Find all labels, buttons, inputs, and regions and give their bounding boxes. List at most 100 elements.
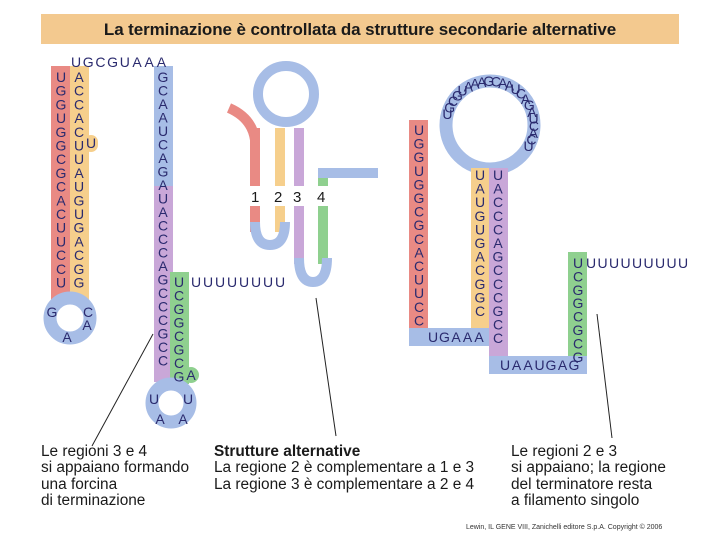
right-region-1-nucleotide: C xyxy=(414,258,424,274)
left-region-3-nucleotide: A xyxy=(158,177,168,193)
right-region-1-nucleotide: G xyxy=(414,217,425,233)
left-caption-line: si appaiano formando xyxy=(41,459,190,477)
right-caption-line: a filamento singolo xyxy=(511,492,640,510)
right-loop-nucleotide: A xyxy=(521,91,531,107)
left-region-3-nucleotide: C xyxy=(158,285,168,301)
right-caption-line: si appaiano; la regione xyxy=(511,459,666,477)
right-region-1-nucleotide: A xyxy=(414,244,424,260)
left-poly-u-nucleotide: U xyxy=(227,274,237,290)
middle-caption: Strutture alternative La regione 2 è com… xyxy=(214,443,474,493)
left-region-2-nucleotide: G xyxy=(74,261,85,277)
left-poly-u-nucleotide: U xyxy=(263,274,273,290)
left-loop-bottom-nucleotide: C xyxy=(83,304,93,320)
left-region-3-nucleotide: A xyxy=(158,150,168,166)
right-loop-nucleotide: A xyxy=(477,74,487,90)
right-foot-2-nucleotide: U xyxy=(534,357,544,373)
right-region-2-nucleotide: G xyxy=(475,235,486,251)
left-terminator-loop-nucleotide: A xyxy=(178,411,188,427)
left-region-3-strand xyxy=(154,186,173,382)
left-region-1-nucleotide: G xyxy=(56,83,67,99)
middle-pointer-line xyxy=(315,297,337,437)
right-caption-line: del terminatore resta xyxy=(511,475,653,493)
left-region-3-nucleotide: U xyxy=(158,123,168,139)
left-region-1-nucleotide: U xyxy=(56,275,66,291)
left-blue-strand-top xyxy=(154,66,173,186)
right-foot-1-nucleotide: G xyxy=(439,329,450,345)
left-region-4-nucleotide: C xyxy=(174,355,184,371)
right-loop-nucleotide: G xyxy=(444,99,455,115)
right-region-1-nucleotide: U xyxy=(414,272,424,288)
right-foot-1-nucleotide: A xyxy=(474,329,484,345)
right-region-1-nucleotide: U xyxy=(414,163,424,179)
left-region-4-nucleotide: C xyxy=(174,288,184,304)
right-region-4-nucleotide: G xyxy=(573,349,584,365)
right-structure: UGCGUAAAGCAAUCAGAUCACUUGGUGGCGCACUUCCUAU… xyxy=(409,73,688,374)
right-pointer-line xyxy=(596,313,613,439)
left-terminator-loop xyxy=(145,377,197,429)
left-region-2-nucleotide: C xyxy=(74,96,84,112)
left-region-4-nucleotide: C xyxy=(174,328,184,344)
right-foot-2-nucleotide: A xyxy=(523,357,533,373)
left-caption-line: di terminazione xyxy=(41,492,146,510)
left-region-2-nucleotide: C xyxy=(74,247,84,263)
right-poly-u-nucleotide: U xyxy=(620,255,630,271)
copyright-credit: Lewin, IL GENE VIII, Zanichelli editore … xyxy=(466,524,663,531)
left-loop-bottom-nucleotide: A xyxy=(62,329,72,345)
right-loop-nucleotide: A xyxy=(464,79,474,95)
left-loop-top-nucleotide: G xyxy=(107,54,118,70)
left-region-1-nucleotide: U xyxy=(56,233,66,249)
middle-top-loop xyxy=(253,61,319,127)
right-loop-nucleotide: A xyxy=(498,75,508,91)
right-region-4-nucleotide: C xyxy=(573,309,583,325)
right-region-3-nucleotide: G xyxy=(493,249,504,265)
right-region-3-strand xyxy=(489,168,508,372)
left-region-3-nucleotide: C xyxy=(158,353,168,369)
right-region-1-nucleotide: C xyxy=(414,299,424,315)
left-region-2-nucleotide: U xyxy=(74,179,84,195)
right-region-3-nucleotide: A xyxy=(493,181,503,197)
left-region-3-nucleotide: G xyxy=(158,326,169,342)
left-loop-top-nucleotide: U xyxy=(120,54,130,70)
right-caption: Le regioni 2 e 3 si appaiano; la regione… xyxy=(511,443,666,510)
left-loop-bottom-nucleotide: G xyxy=(47,304,58,320)
right-nucleotides: UGCGUAAAGCAAUCAGAUCACUUGGUGGCGCACUUCCUAU… xyxy=(414,73,689,373)
left-region-1-nucleotide: C xyxy=(56,247,66,263)
left-bulge-a-nucleotide: A xyxy=(186,367,196,383)
right-region-3-nucleotide: C xyxy=(493,317,503,333)
left-region-1-nucleotide: C xyxy=(56,179,66,195)
left-region-1-nucleotide: C xyxy=(56,151,66,167)
middle-left-turn xyxy=(250,221,290,251)
right-foot-1-nucleotide: A xyxy=(463,329,473,345)
left-region-2-nucleotide: G xyxy=(74,192,85,208)
left-region-1-nucleotide: C xyxy=(56,206,66,222)
left-region-1-nucleotide: C xyxy=(56,261,66,277)
left-region-3-nucleotide: A xyxy=(158,258,168,274)
right-loop-nucleotide: C xyxy=(491,73,501,89)
right-poly-u-nucleotide: U xyxy=(586,255,596,271)
left-region-3-nucleotide: C xyxy=(158,231,168,247)
left-region-3-nucleotide: C xyxy=(158,299,168,315)
left-region-1-nucleotide: G xyxy=(56,138,67,154)
left-region-2-nucleotide: A xyxy=(74,69,84,85)
left-region-3-nucleotide: G xyxy=(158,272,169,288)
left-region-3-nucleotide: A xyxy=(158,96,168,112)
right-loop-nucleotide: G xyxy=(483,73,494,89)
right-region-1-nucleotide: C xyxy=(414,312,424,328)
right-region-1-nucleotide: C xyxy=(414,204,424,220)
left-caption-line: Le regioni 3 e 4 xyxy=(41,443,148,460)
right-region-2-nucleotide: G xyxy=(475,208,486,224)
right-region-3-nucleotide: C xyxy=(493,208,503,224)
right-poly-u-nucleotide: U xyxy=(632,255,642,271)
right-region-3-nucleotide: C xyxy=(493,221,503,237)
right-foot-2-nucleotide: U xyxy=(500,357,510,373)
right-region-2-nucleotide: A xyxy=(475,249,485,265)
right-loop-nucleotide: A xyxy=(529,125,539,141)
left-region-1-nucleotide: A xyxy=(56,192,66,208)
middle-caption-title: Strutture alternative xyxy=(214,443,361,460)
middle-label-bg-2 xyxy=(272,186,286,206)
right-loop-nucleotide: C xyxy=(526,132,536,148)
right-region-3-nucleotide: C xyxy=(493,289,503,305)
right-poly-u-nucleotide: U xyxy=(666,255,676,271)
left-region-2-nucleotide: U xyxy=(74,138,84,154)
right-region-3-nucleotide: U xyxy=(493,167,503,183)
